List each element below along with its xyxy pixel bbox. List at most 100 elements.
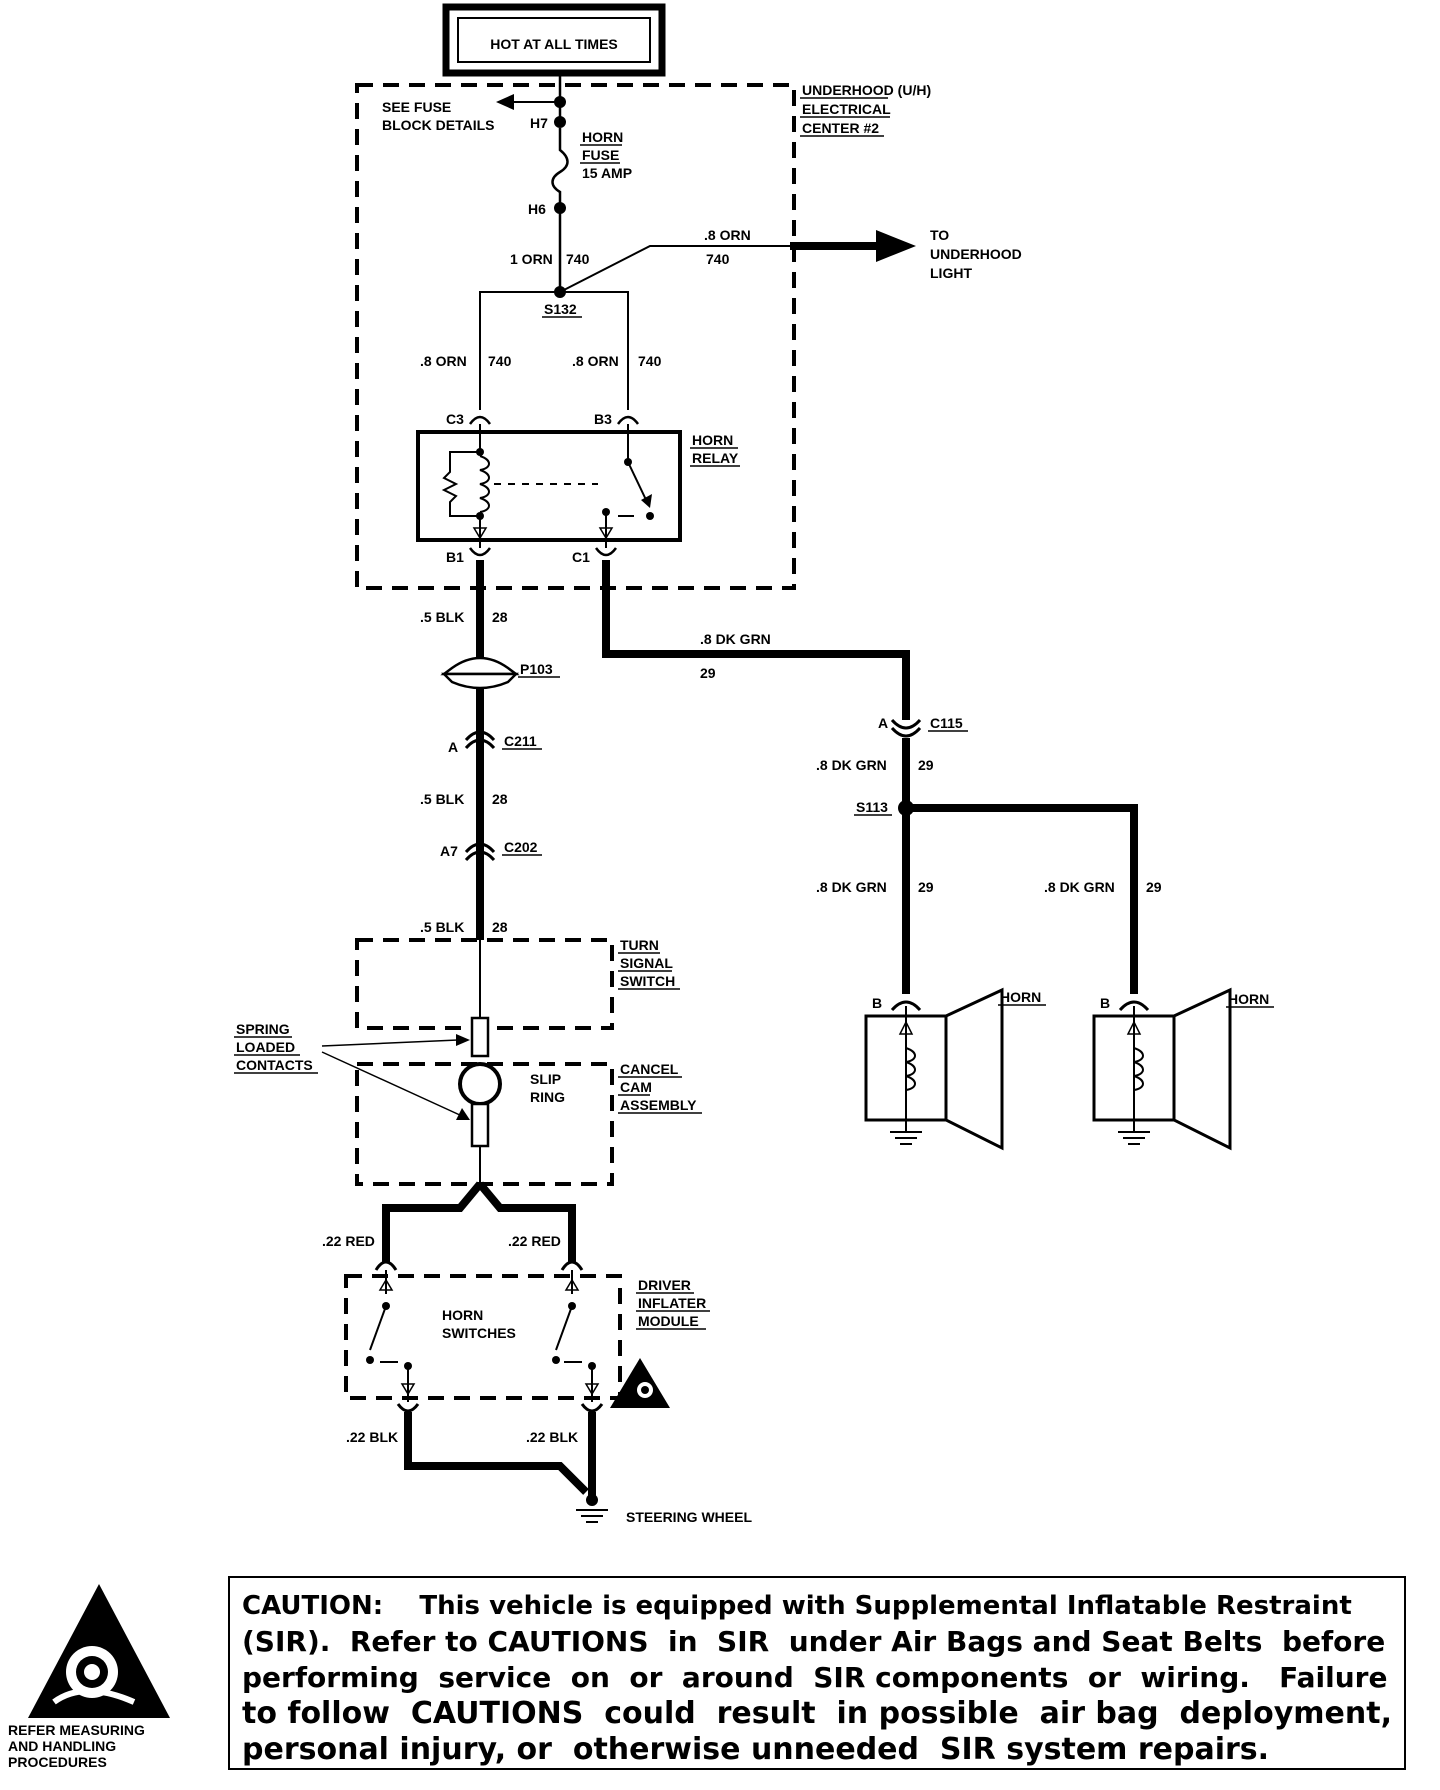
see-fuse-1: SEE FUSE xyxy=(382,99,451,115)
turn-signal-switch xyxy=(355,938,614,1030)
underhood-label-1: UNDERHOOD (U/H) xyxy=(802,82,931,98)
cancel-cam-3: ASSEMBLY xyxy=(620,1097,697,1113)
fuse-rating: 15 AMP xyxy=(582,165,632,181)
p103-label: P103 xyxy=(520,661,553,677)
grn4-gauge: .8 DK GRN xyxy=(1044,879,1115,895)
s113-label: S113 xyxy=(856,799,888,815)
to-light-3: LIGHT xyxy=(930,265,972,281)
caution-line-5: personal injury, or otherwise unneeded S… xyxy=(242,1732,1270,1767)
grn3-gauge: .8 DK GRN xyxy=(816,879,887,895)
c211-label: C211 xyxy=(504,733,537,749)
c1-label: C1 xyxy=(572,549,590,565)
underhood-label-2: ELECTRICAL xyxy=(802,101,891,117)
turn-signal-3: SWITCH xyxy=(620,973,675,989)
caution-line-1: CAUTION: This vehicle is equipped with S… xyxy=(242,1591,1352,1621)
grn1-circuit: 29 xyxy=(700,665,716,681)
right-circuit: 740 xyxy=(638,353,662,369)
see-fuse-2: BLOCK DETAILS xyxy=(382,117,495,133)
c115-label: C115 xyxy=(930,715,963,731)
spring-1: SPRING xyxy=(236,1021,290,1037)
horn-switches-2: SWITCHES xyxy=(442,1325,516,1341)
underhood-box xyxy=(355,83,796,590)
h6-label: H6 xyxy=(528,201,546,217)
s132-label: S132 xyxy=(544,301,577,317)
slip-ring xyxy=(458,1062,502,1106)
sir-warning-icon xyxy=(28,1584,170,1718)
grn3-circuit: 29 xyxy=(918,879,934,895)
slip-ring-2: RING xyxy=(530,1089,565,1105)
blk-left: .22 BLK xyxy=(346,1429,398,1445)
sir-warning-small-icon xyxy=(610,1358,670,1408)
light-gauge: .8 ORN xyxy=(704,227,751,243)
c3-label: C3 xyxy=(446,411,464,427)
fuse-name-2: FUSE xyxy=(582,147,619,163)
caution-line-3: performing service on or around SIR comp… xyxy=(242,1661,1388,1694)
red-left: .22 RED xyxy=(322,1233,375,1249)
h7-label: H7 xyxy=(530,115,548,131)
turn-signal-2: SIGNAL xyxy=(620,955,673,971)
horn-1 xyxy=(864,987,1004,1151)
b3-label: B3 xyxy=(594,411,612,427)
spring-2: LOADED xyxy=(236,1039,295,1055)
refer-line-1: REFER MEASURING xyxy=(8,1722,145,1738)
light-circuit: 740 xyxy=(706,251,730,267)
w1-circuit: 740 xyxy=(566,251,590,267)
c115-pin: A xyxy=(878,715,888,731)
p103-connector xyxy=(440,656,520,676)
red-right: .22 RED xyxy=(508,1233,561,1249)
horn-2 xyxy=(1092,987,1232,1151)
grn1-gauge: .8 DK GRN xyxy=(700,631,771,647)
refer-procedures-label: REFER MEASURING AND HANDLING PROCEDURES xyxy=(8,1722,188,1770)
ground-icon xyxy=(576,1509,608,1523)
horn2-pin: B xyxy=(1100,995,1110,1011)
caution-box: CAUTION: This vehicle is equipped with S… xyxy=(228,1576,1406,1770)
arrow-left-icon xyxy=(496,94,514,110)
blk-right: .22 BLK xyxy=(526,1429,578,1445)
fuse-symbol xyxy=(551,128,569,208)
horn2-label: HORN xyxy=(1228,991,1269,1007)
refer-line-3: PROCEDURES xyxy=(8,1754,107,1770)
relay-name-1: HORN xyxy=(692,432,733,448)
blk1-circuit: 28 xyxy=(492,609,508,625)
right-gauge: .8 ORN xyxy=(572,353,619,369)
slip-ring-1: SLIP xyxy=(530,1071,561,1087)
spring-3: CONTACTS xyxy=(236,1057,313,1073)
underhood-label-3: CENTER #2 xyxy=(802,120,879,136)
b1-label: B1 xyxy=(446,549,464,565)
w1-gauge: 1 ORN xyxy=(510,251,553,267)
horn-switches-1: HORN xyxy=(442,1307,483,1323)
inflater-3: MODULE xyxy=(638,1313,699,1329)
grn4-circuit: 29 xyxy=(1146,879,1162,895)
blk1-gauge: .5 BLK xyxy=(420,609,464,625)
c202-pin: A7 xyxy=(440,843,458,859)
inflater-1: DRIVER xyxy=(638,1277,691,1293)
left-circuit: 740 xyxy=(488,353,512,369)
inflater-2: INFLATER xyxy=(638,1295,706,1311)
to-light-2: UNDERHOOD xyxy=(930,246,1022,262)
left-gauge: .8 ORN xyxy=(420,353,467,369)
cancel-cam-1: CANCEL xyxy=(620,1061,679,1077)
grn2-circuit: 29 xyxy=(918,757,934,773)
grn2-gauge: .8 DK GRN xyxy=(816,757,887,773)
steering-wheel-label: STEERING WHEEL xyxy=(626,1509,752,1525)
turn-signal-1: TURN xyxy=(620,937,659,953)
cancel-cam-2: CAM xyxy=(620,1079,652,1095)
blk3-circuit: 28 xyxy=(492,919,508,935)
horn-relay xyxy=(416,430,682,542)
to-light-1: TO xyxy=(930,227,949,243)
fuse-name-1: HORN xyxy=(582,129,623,145)
c211-pin: A xyxy=(448,739,458,755)
blk3-gauge: .5 BLK xyxy=(420,919,464,935)
caution-line-2: (SIR). Refer to CAUTIONS in SIR under Ai… xyxy=(242,1625,1386,1658)
hot-label: HOT AT ALL TIMES xyxy=(490,36,618,52)
caution-line-4: to follow CAUTIONS could result in possi… xyxy=(242,1696,1392,1731)
driver-inflater-module xyxy=(344,1274,622,1400)
relay-name-2: RELAY xyxy=(692,450,739,466)
arrow-right-icon xyxy=(876,230,916,262)
horn1-pin: B xyxy=(872,995,882,1011)
horn1-label: HORN xyxy=(1000,989,1041,1005)
c202-label: C202 xyxy=(504,839,538,855)
blk2-gauge: .5 BLK xyxy=(420,791,464,807)
blk2-circuit: 28 xyxy=(492,791,508,807)
